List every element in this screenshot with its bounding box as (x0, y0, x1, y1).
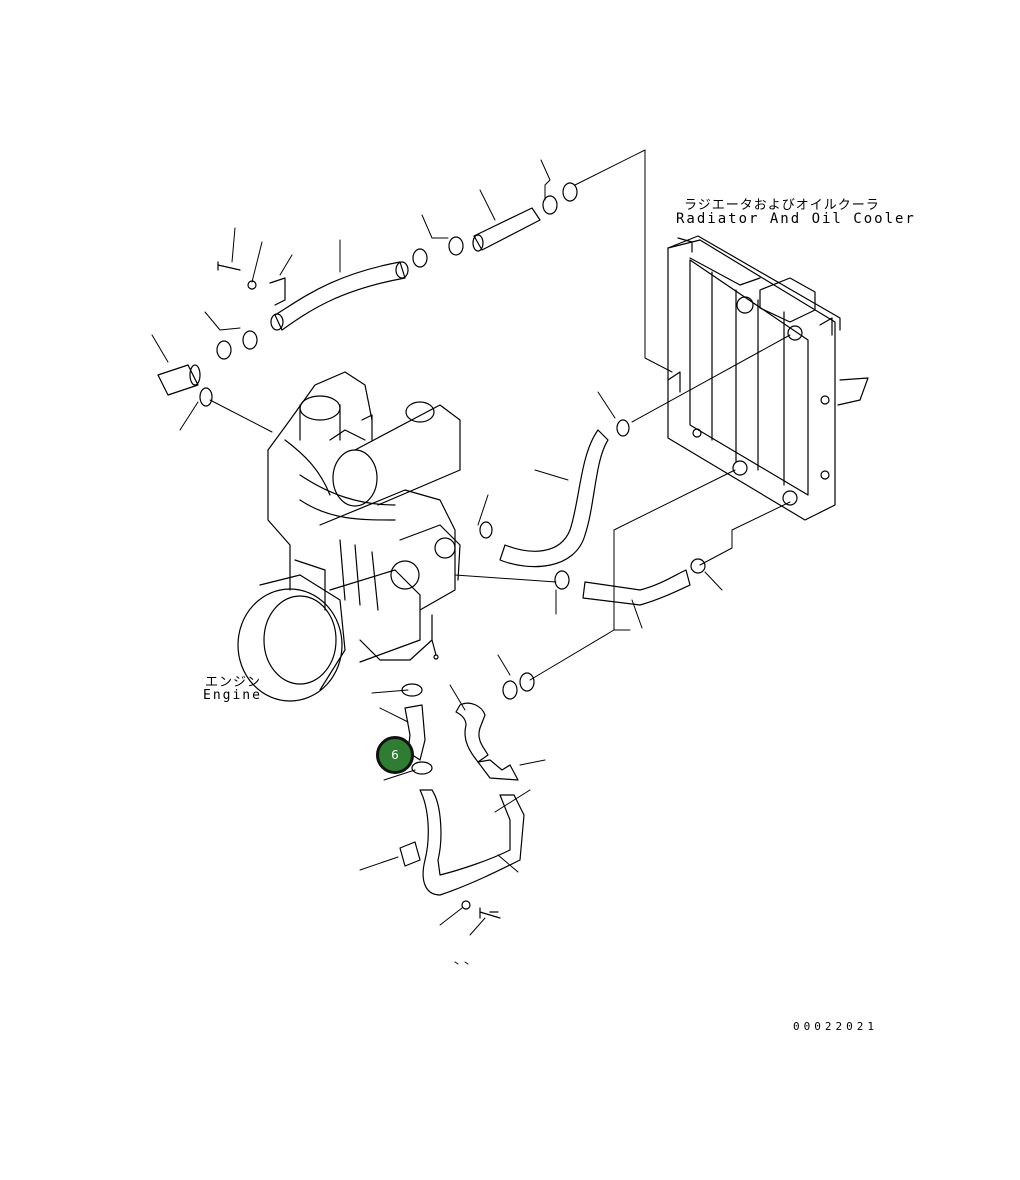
middle-hoses (479, 419, 706, 700)
drawing-number: 00022021 (793, 1020, 878, 1033)
part-callout-marker[interactable]: 6 (376, 736, 414, 774)
engine-label: Engine (203, 688, 262, 703)
radiator-oil-cooler (667, 235, 869, 521)
part-callout-number: 6 (391, 748, 399, 762)
engine-label-jp: エンジン (205, 675, 262, 690)
leader-lines (151, 149, 791, 965)
radiator-label: Radiator And Oil Cooler (676, 211, 916, 227)
engine-assembly (237, 371, 461, 702)
lower-hoses (399, 683, 525, 919)
upper-hoses (157, 182, 578, 407)
radiator-label-jp: ラジエータおよびオイルクーラ (684, 198, 880, 213)
